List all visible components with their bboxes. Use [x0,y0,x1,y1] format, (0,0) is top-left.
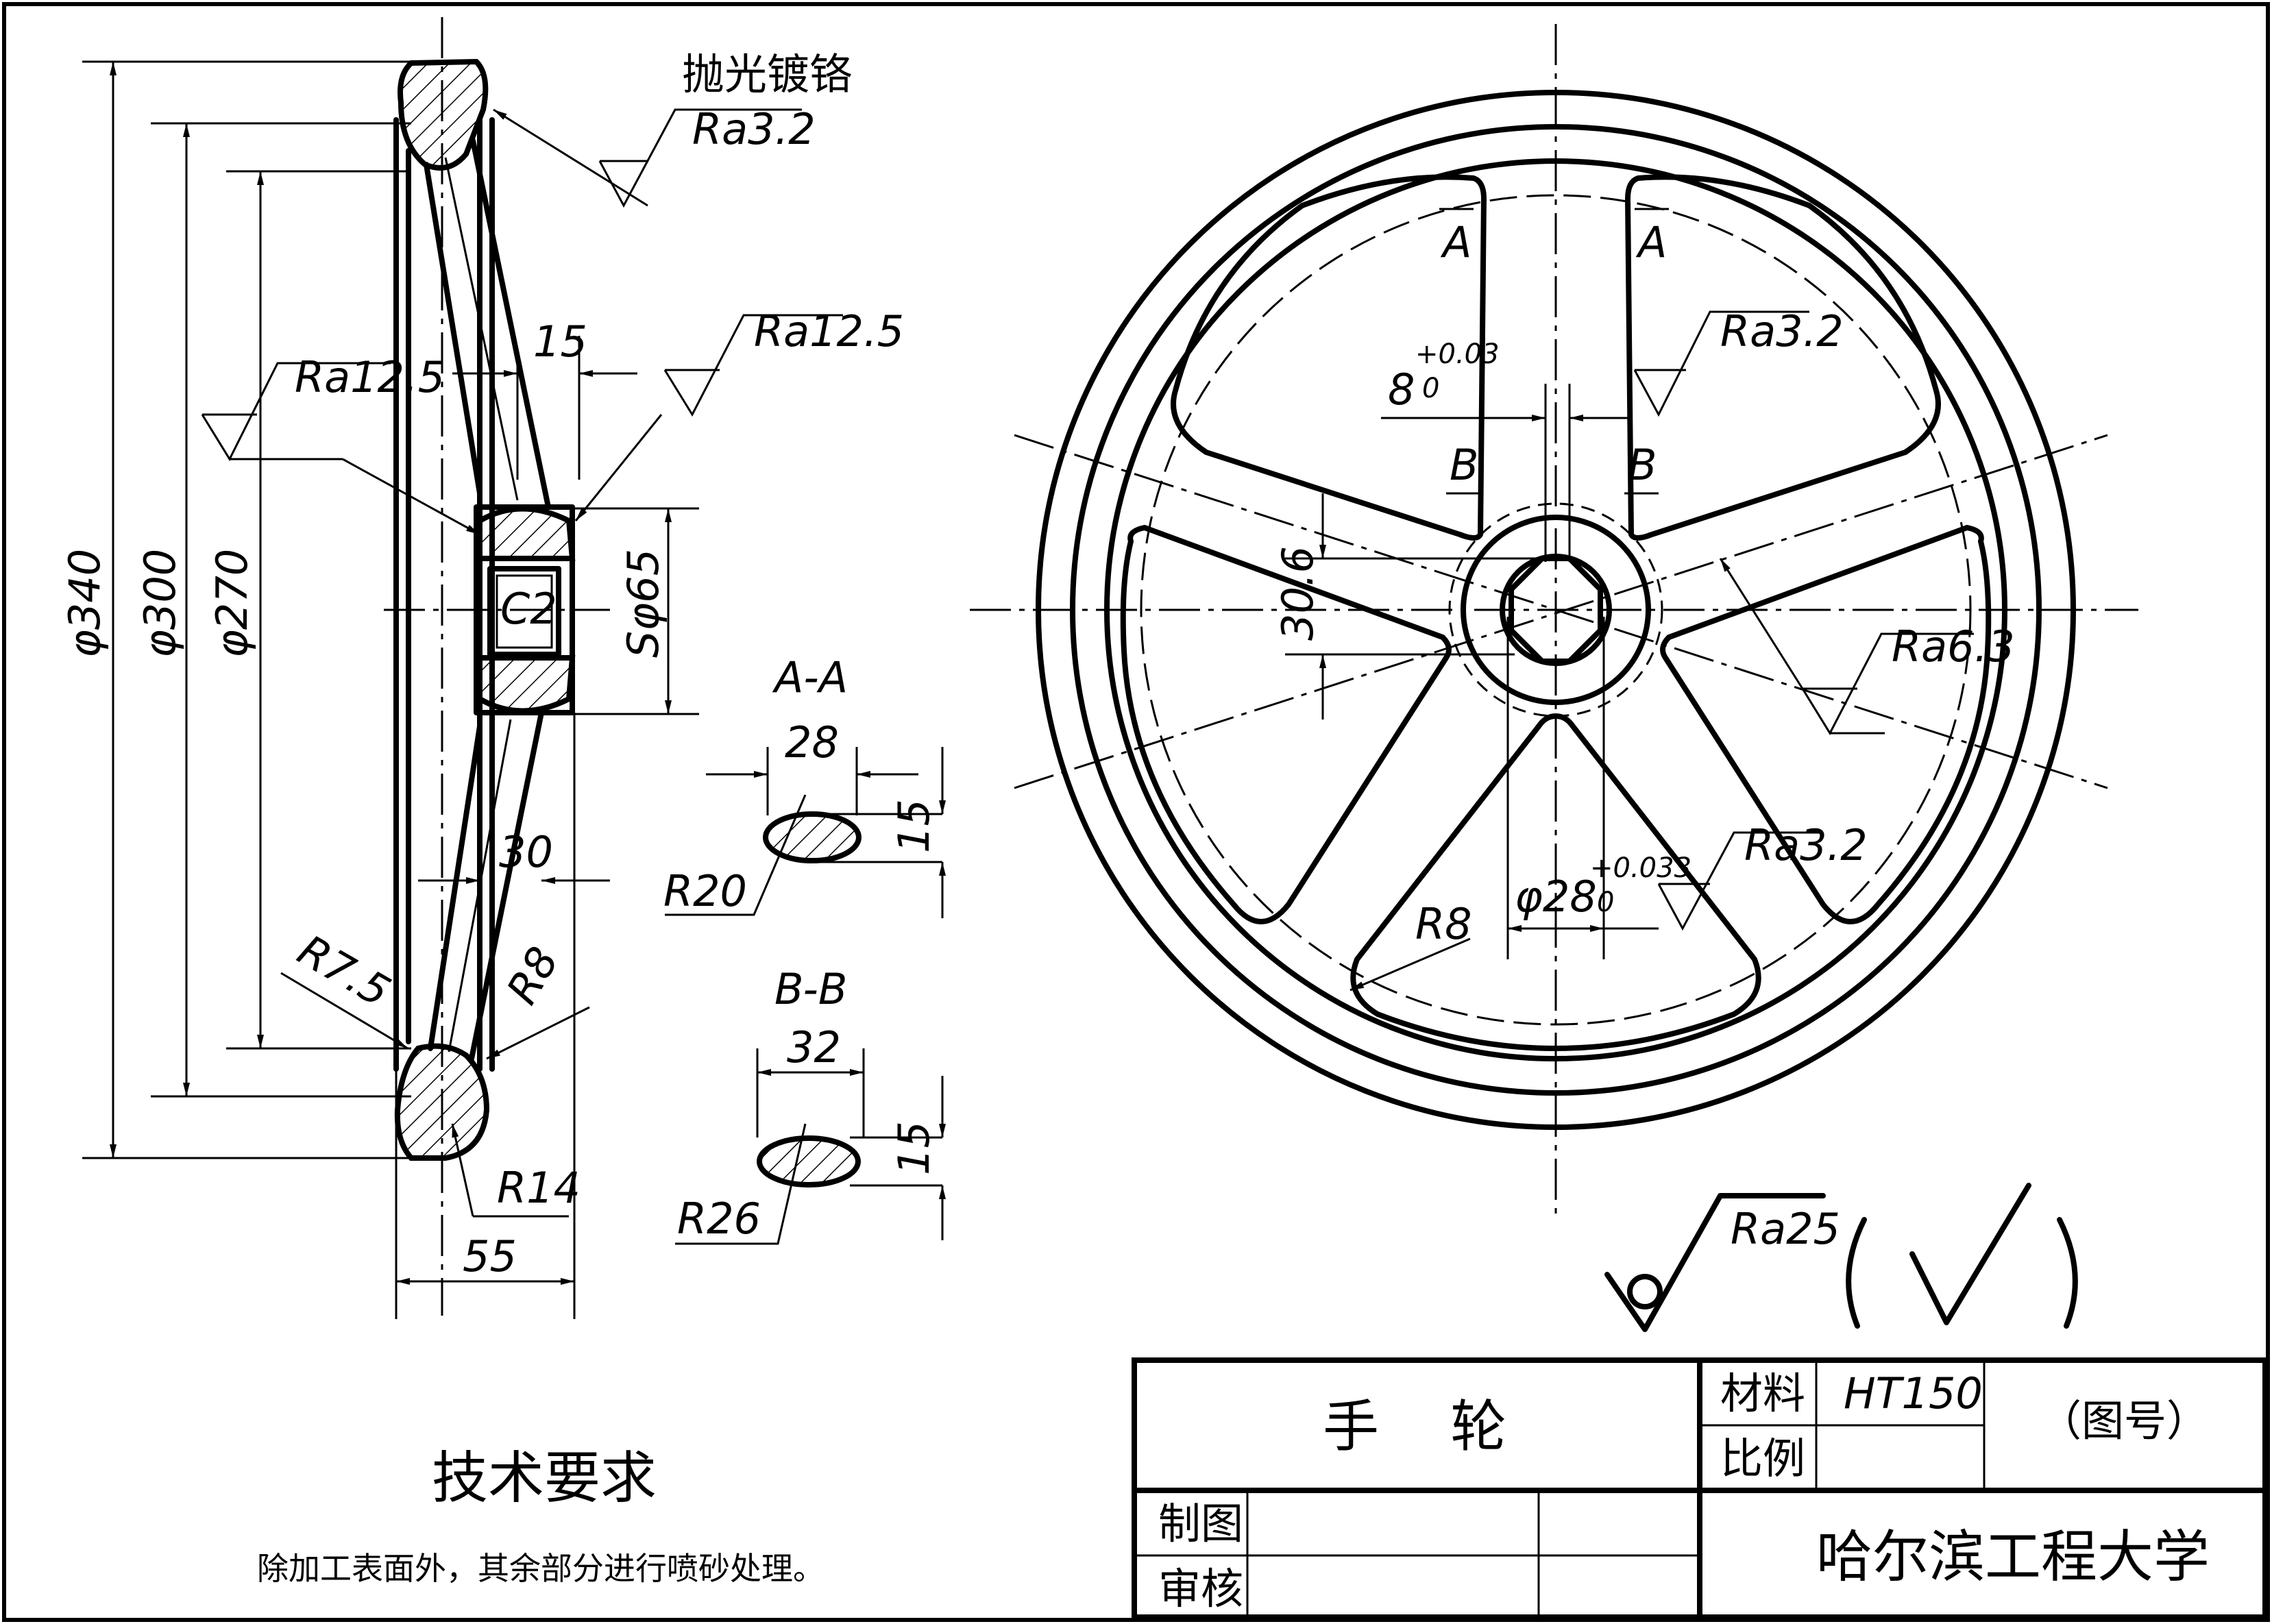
hub-sphere-dim: Sφ65 [618,549,668,658]
tech-requirements-text: 除加工表面外，其余部分进行喷砂处理。 [257,1550,824,1587]
title-block: 手 轮 材料 HT150 比例 （图号） 制图 审核 哈尔滨工程大学 [1132,1357,2268,1620]
drawn-label: 制图 [1158,1499,1243,1549]
organization-name: 哈尔滨工程大学 [1816,1525,2210,1590]
svg-text:Ra3.2: Ra3.2 [692,104,816,154]
finish-spoke-symbol: Ra6.3 [1719,558,2015,736]
svg-text:Ra3.2: Ra3.2 [1744,820,1868,870]
hub-top-section [477,506,576,561]
section-a-a: A-A 28 15 R20 [663,652,946,918]
svg-text:A: A [1635,217,1667,267]
svg-text:抛光镀铬: 抛光镀铬 [682,49,852,99]
svg-text:Ra6.3: Ra6.3 [1892,622,2015,672]
chamfer-dim: C2 [500,584,557,634]
svg-text:Ra25: Ra25 [1731,1204,1840,1254]
rim-bottom-section [394,1043,490,1161]
svg-text:Ra12.5: Ra12.5 [754,306,904,356]
svg-text:+0.033: +0.033 [1590,852,1691,884]
r-rim-dim: R14 [497,1163,581,1213]
svg-text:8: 8 [1388,365,1415,415]
drawing-number: （图号） [2039,1396,2209,1446]
svg-text:+0.03: +0.03 [1415,339,1500,370]
svg-text:B-B: B-B [774,964,847,1014]
finish-bore-symbol: Ra3.2 [1657,820,1868,931]
svg-text:30.6: 30.6 [1273,546,1323,641]
part-name: 手 轮 [1323,1394,1506,1460]
hub-offset-dim: 30 [499,827,553,877]
svg-text:32: 32 [787,1022,841,1072]
finish-keyway-symbol: Ra3.2 [1633,306,1844,417]
svg-text:15: 15 [889,799,939,853]
section-b-b: B-B 32 15 R26 [675,964,946,1245]
svg-text:R8: R8 [1415,899,1472,949]
checked-label: 审核 [1158,1564,1243,1614]
svg-text:0: 0 [1422,373,1439,404]
svg-text:0: 0 [1597,887,1614,918]
svg-text:R20: R20 [663,866,747,916]
svg-text:A: A [1440,217,1471,267]
general-finish-symbol: Ra25 [1604,1183,2078,1332]
svg-text:15: 15 [889,1121,939,1175]
spoke-width-dim: 15 [533,317,587,367]
material-label: 材料 [1720,1368,1805,1418]
hub-bottom-section [477,655,576,714]
svg-text:R26: R26 [677,1194,761,1244]
material-value: HT150 [1844,1368,1983,1418]
finish-left-symbol: Ra12.5 [201,352,480,536]
finish-chrome-symbol: 抛光镀铬 Ra3.2 [493,49,852,208]
svg-text:B: B [1450,440,1479,490]
r-rim-small-dim: R7.5 [290,925,399,1017]
svg-text:φ28: φ28 [1515,872,1597,922]
tech-requirements-title: 技术要求 [432,1446,657,1511]
dia-outer-dim: φ340 [60,549,110,658]
svg-text:28: 28 [785,717,839,767]
r-rim-fillet-dim: R8 [497,939,568,1013]
dia-mid-dim: φ300 [135,549,185,658]
svg-text:Ra3.2: Ra3.2 [1720,306,1844,356]
svg-text:Ra12.5: Ra12.5 [295,352,445,402]
scale-label: 比例 [1720,1434,1805,1484]
svg-text:A-A: A-A [772,652,848,702]
dia-inner-dim: φ270 [207,549,257,658]
svg-text:B: B [1628,440,1657,490]
width-total-dim: 55 [463,1231,517,1281]
finish-hub-symbol: Ra12.5 [574,306,904,521]
front-view: A A B B 8 +0.03 0 30.6 φ28 +0.033 0 R8 [970,24,2138,1220]
